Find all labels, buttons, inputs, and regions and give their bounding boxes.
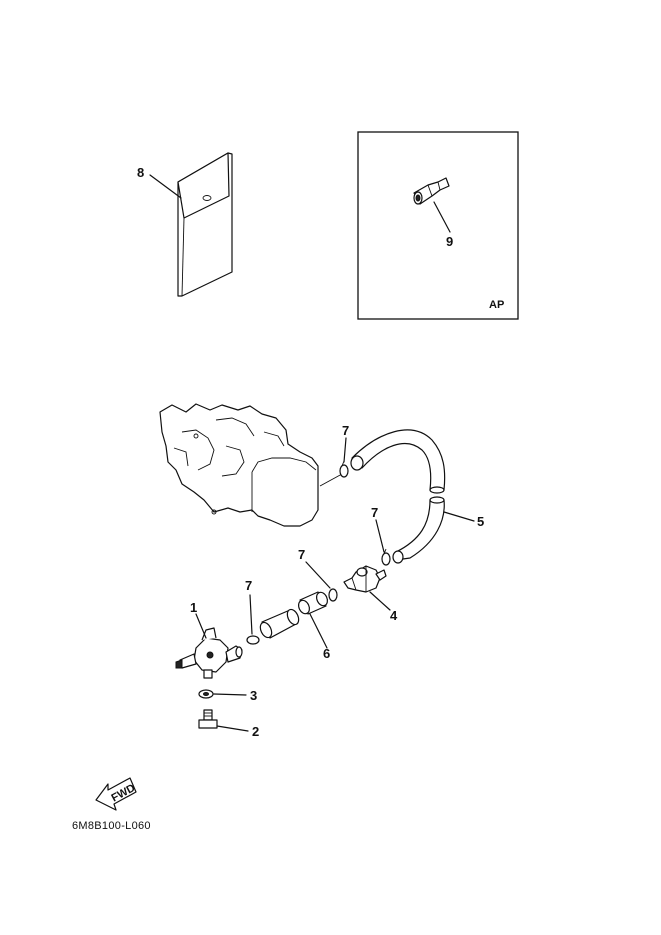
callout-5: 5 <box>477 514 484 529</box>
part-8-bag <box>177 152 233 297</box>
callout-9: 9 <box>446 234 453 249</box>
part-7-clip-d <box>246 635 260 645</box>
callout-4: 4 <box>390 608 398 623</box>
part-1-fuel-cock <box>175 627 243 679</box>
callout-7c: 7 <box>298 547 305 562</box>
callout-6: 6 <box>323 646 330 661</box>
engine-outline <box>159 403 319 527</box>
part-9-fitting <box>413 177 450 205</box>
callout-3: 3 <box>250 688 257 703</box>
callout-7d: 7 <box>245 578 252 593</box>
leader-7b <box>375 519 385 553</box>
part-4-joint <box>343 565 387 593</box>
leader-7d <box>249 594 253 635</box>
leader-7a <box>343 437 347 463</box>
callout-2: 2 <box>252 724 259 739</box>
leader-3 <box>213 693 247 696</box>
fwd-label: FWD <box>109 782 137 804</box>
callout-7a: 7 <box>342 423 349 438</box>
leader-9 <box>433 201 451 233</box>
callout-7b: 7 <box>371 505 378 520</box>
leader-2 <box>216 725 249 732</box>
drawing-code: 6M8B100-L060 <box>72 820 151 832</box>
fwd-arrow-icon: FWD <box>95 777 137 811</box>
part-5-hose <box>350 429 446 564</box>
leader-8 <box>149 174 182 199</box>
leader-5 <box>443 511 475 522</box>
part-2-bolt <box>198 709 218 729</box>
leader-7c <box>305 561 331 589</box>
callout-1: 1 <box>190 600 197 615</box>
part-7-clip-c <box>328 588 338 602</box>
leader-1 <box>195 613 207 639</box>
callout-8: 8 <box>137 165 144 180</box>
leader-6 <box>309 613 328 649</box>
part-6-hose-pieces <box>259 591 329 639</box>
ap-label: AP <box>489 299 504 311</box>
part-3-washer <box>198 689 214 699</box>
engine-connection-line <box>319 473 343 487</box>
part-7-clip-a <box>339 460 349 478</box>
leader-4 <box>369 591 391 611</box>
part-7-clip-b <box>381 548 391 566</box>
ap-inset-box <box>357 131 519 320</box>
